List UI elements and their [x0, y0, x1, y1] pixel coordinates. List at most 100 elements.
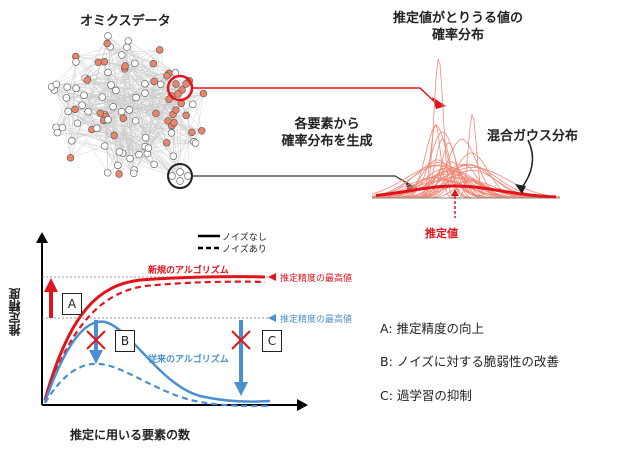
network-edge — [88, 83, 177, 112]
arrow-b-head — [89, 350, 103, 364]
network-edge — [75, 56, 130, 111]
network-node — [109, 103, 117, 111]
network-node — [135, 150, 143, 159]
network-node — [96, 109, 104, 117]
network-edge — [56, 84, 71, 158]
network-node — [156, 46, 164, 54]
mixture-label: 混合ガウス分布 — [487, 129, 579, 144]
network-node — [131, 117, 140, 125]
distribution-title-line2: 確率分布 — [431, 28, 484, 43]
box-c: C — [262, 330, 282, 352]
connector-red — [192, 87, 439, 106]
network-node — [84, 107, 92, 116]
network-node — [124, 37, 132, 45]
network-edge — [121, 54, 131, 159]
network-node — [176, 168, 184, 176]
network-edge — [54, 89, 108, 173]
network-node — [176, 177, 184, 185]
network-edge — [107, 35, 135, 64]
network-node — [104, 116, 112, 124]
note-a: A: 推定精度の向上 — [380, 321, 485, 336]
network-edge — [67, 87, 157, 114]
mixture-pointer-head — [515, 184, 526, 194]
mixture-curve — [375, 184, 557, 199]
network-edge — [173, 141, 195, 157]
network-edge — [103, 120, 196, 144]
network-node — [144, 144, 153, 152]
network-edge — [144, 83, 204, 94]
network-node — [115, 148, 124, 156]
network-nodes — [47, 32, 208, 185]
network-node — [114, 161, 122, 170]
cross-c — [231, 330, 251, 350]
network-edge — [75, 46, 111, 57]
network-node — [100, 58, 108, 66]
network-node — [126, 154, 134, 163]
network-node — [104, 32, 112, 40]
old-algo-label: 従来のアルゴリズム — [148, 355, 229, 365]
network-edge — [62, 127, 146, 138]
network-node — [184, 172, 192, 180]
box-b: B — [115, 330, 135, 352]
network-edge — [91, 129, 174, 157]
new-algo-solid — [43, 275, 266, 401]
network-node — [110, 131, 118, 140]
network-edge — [128, 40, 176, 73]
network-edge — [57, 35, 109, 133]
max-new-marker — [268, 273, 276, 281]
network-edge — [118, 104, 193, 175]
network-edge — [54, 62, 99, 91]
network-node — [119, 114, 128, 122]
network-edge — [87, 35, 109, 112]
network-edge — [121, 54, 193, 133]
network-edge — [71, 63, 154, 141]
network-node — [174, 90, 182, 98]
network-node — [149, 60, 158, 68]
network-edge — [129, 109, 131, 159]
network-edge — [75, 49, 160, 57]
network-edge — [81, 105, 120, 175]
network-node — [64, 107, 72, 116]
network-node — [101, 142, 109, 150]
network-edge — [195, 93, 204, 144]
network-edge — [76, 72, 109, 89]
network-edge — [62, 72, 109, 128]
network-node — [168, 172, 176, 180]
network-edge — [62, 127, 148, 154]
y-axis-arrow — [36, 232, 48, 243]
network-node — [73, 119, 82, 128]
max-old-marker — [268, 314, 276, 322]
network-node — [131, 59, 139, 68]
network-edge — [87, 65, 126, 112]
network-node — [182, 80, 190, 88]
network-node — [189, 100, 197, 109]
network-edge — [117, 73, 170, 166]
gaussian-component — [371, 173, 560, 199]
new-algo-dashed — [43, 280, 266, 401]
connector-black — [192, 175, 413, 187]
old-algo-solid — [43, 320, 271, 403]
network-edge — [105, 114, 181, 173]
network-node — [141, 133, 150, 142]
network-edge — [126, 47, 154, 64]
network-edge — [145, 132, 193, 147]
network-node — [115, 170, 123, 178]
network-edge — [55, 88, 77, 128]
network-node — [188, 128, 196, 137]
network-node — [80, 91, 88, 99]
network-node — [78, 101, 86, 109]
network-edge — [135, 97, 155, 165]
network-edge — [88, 111, 167, 144]
x-axis-arrow — [297, 399, 308, 411]
network-edge — [107, 119, 149, 149]
network-node — [103, 39, 111, 48]
x-axis-label: 推定に用いる要素の数 — [70, 428, 191, 442]
network-node — [104, 169, 112, 177]
network-edge — [107, 46, 111, 73]
y-axis-label: 推定精度 — [8, 288, 22, 336]
box-a: A — [62, 293, 82, 315]
network-edge — [77, 123, 202, 131]
network-node — [125, 106, 133, 114]
